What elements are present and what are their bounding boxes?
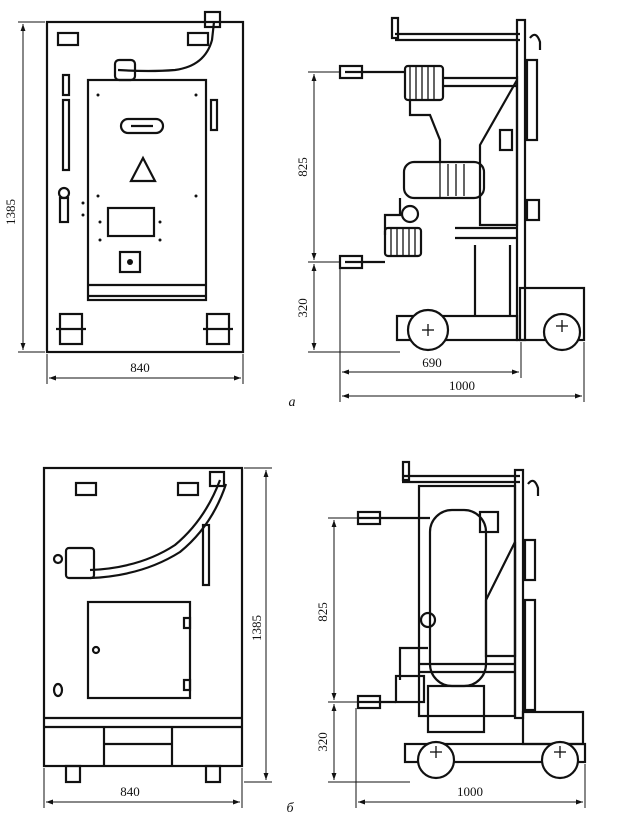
a-front-width-label: 840 (130, 360, 150, 375)
figure-b-caption: б (286, 801, 294, 816)
figure-a-side-view: 825 320 690 1000 (295, 16, 586, 402)
b-side-lower-height-label: 320 (315, 732, 330, 752)
figure-a-caption: а (289, 395, 296, 410)
b-side-upper-height-label: 825 (315, 602, 330, 622)
a-side-upper-height-label: 825 (295, 157, 310, 177)
figure-b-front-view: 1385 840 (42, 466, 272, 808)
a-front-height-label: 1385 (3, 199, 18, 225)
figure-a-front-view: 1385 840 (3, 10, 245, 384)
b-side-total-width-label: 1000 (457, 784, 483, 799)
a-side-total-width-label: 1000 (449, 378, 475, 393)
figure-b-side-view: 825 320 1000 (315, 460, 587, 808)
b-front-width-label: 840 (120, 784, 140, 799)
a-side-inner-width-label: 690 (422, 355, 442, 370)
b-front-height-label: 1385 (249, 615, 264, 641)
a-side-lower-height-label: 320 (295, 298, 310, 318)
